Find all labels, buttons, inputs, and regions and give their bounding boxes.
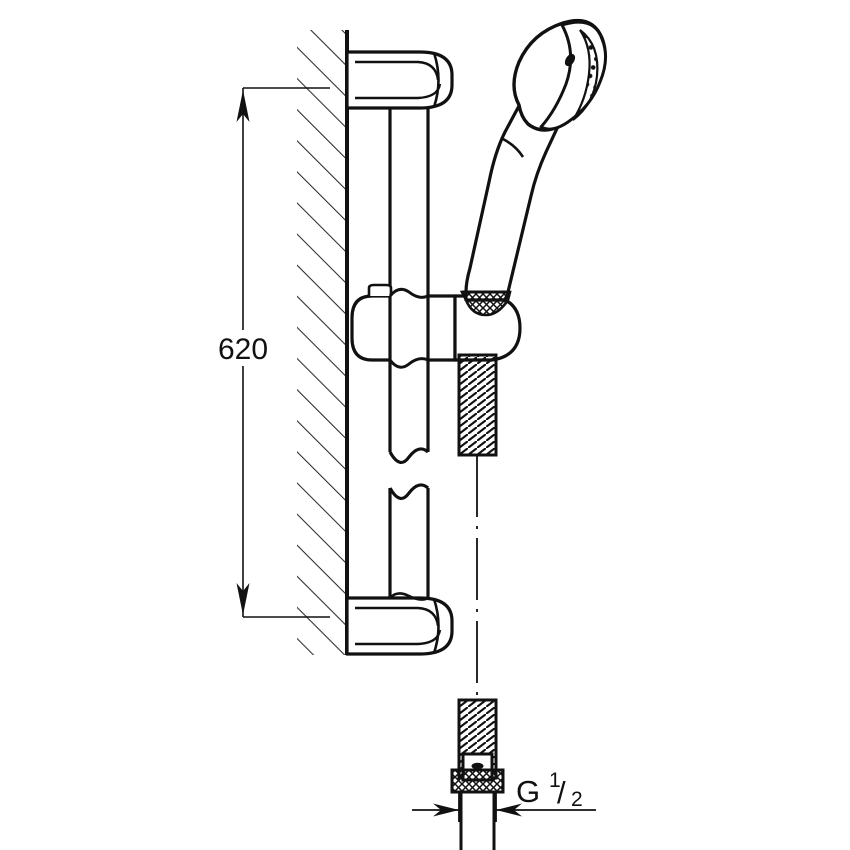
dimension-arrow-top <box>236 90 250 122</box>
slide-bar <box>388 108 430 598</box>
wall-hatching <box>297 30 347 655</box>
rail-segment-middle <box>388 360 430 452</box>
bracket-bottom-rail-join <box>389 592 429 601</box>
slider-center-body <box>426 294 457 362</box>
hose-end-fitting <box>450 698 505 850</box>
thread-label-g: G <box>516 774 540 809</box>
hose-ferrule-upper-coil <box>459 355 496 455</box>
rail-break-symbol-upper <box>388 447 430 464</box>
dimension-label-620: 620 <box>218 333 268 366</box>
rail-bracket-top <box>345 50 454 110</box>
hand-shower-slider <box>350 283 522 369</box>
slider-upper-waist <box>388 287 429 299</box>
slider-adjust-knob <box>367 283 393 296</box>
thread-label-numerator: 1 <box>549 769 561 792</box>
rail-segment-lower <box>388 488 430 598</box>
hose-fitting-neck-mark <box>471 762 484 770</box>
rail-bracket-bottom <box>345 592 454 656</box>
rail-segment-upper <box>388 108 430 296</box>
dimension-620: 620 <box>218 87 330 618</box>
thread-dim-arrow-left <box>433 803 459 817</box>
dimension-thread-g-half: G 1 / 2 <box>412 769 596 822</box>
slider-clamp-left <box>350 294 392 362</box>
hose-fitting-nut-outline <box>450 768 505 794</box>
hand-shower <box>459 18 607 317</box>
hose-tail <box>459 792 496 850</box>
wall-section <box>297 30 349 655</box>
thread-label-denominator: 2 <box>571 788 583 811</box>
bracket-top-cap-seam <box>432 52 440 108</box>
hand-shower-face-marking <box>564 53 576 67</box>
hose-fitting-nut <box>452 770 503 792</box>
rail-break-symbol-lower <box>388 483 430 500</box>
slider-lower-waist <box>388 357 429 369</box>
thread-label-slash: / <box>557 775 566 810</box>
bracket-bottom-cap-seam <box>432 598 440 654</box>
hand-shower-collar <box>459 290 512 317</box>
thread-dim-arrow-right <box>496 803 522 817</box>
dimension-arrow-bottom <box>236 583 250 615</box>
hand-shower-handle <box>464 102 562 302</box>
hand-shower-nozzles <box>572 29 599 121</box>
hose-ferrule-upper <box>457 353 498 457</box>
hand-shower-neck-crease <box>502 137 525 158</box>
